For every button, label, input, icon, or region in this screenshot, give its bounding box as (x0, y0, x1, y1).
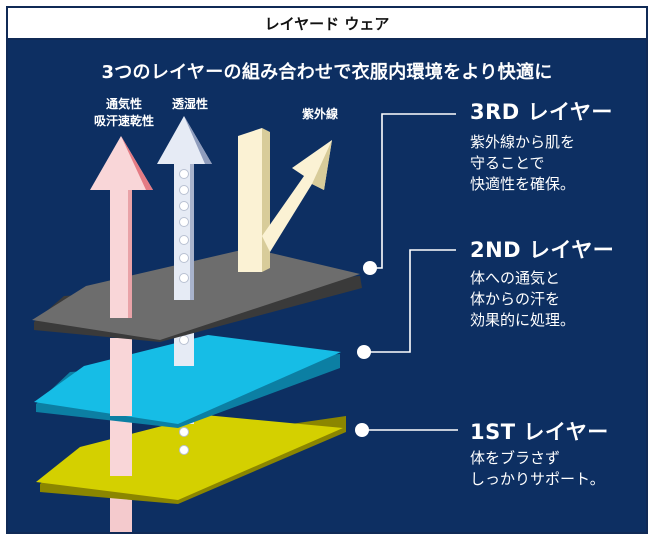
connector-3rd (370, 113, 456, 269)
layer-2nd-title: 2ND レイヤー (470, 238, 615, 262)
uv-label: 紫外線 (301, 107, 338, 121)
moisture-permeability-arrow (157, 116, 212, 300)
layer-2nd-description: 体への通気と 体からの汗を 効果的に処理。 (470, 269, 576, 329)
layer-1st-title: 1ST レイヤー (470, 420, 609, 444)
layer-3rd-plate (32, 248, 362, 342)
moisture-permeability-label: 透湿性 (171, 97, 208, 111)
breathability-arrow-shaft-middle (110, 412, 132, 476)
layer-3rd-title: 3RD レイヤー (470, 100, 613, 124)
breathability-label: 通気性 吸汗速乾性 (93, 97, 154, 128)
breathability-arrow (90, 136, 153, 318)
headline: 3つのレイヤーの組み合わせで衣服内環境をより快適に (101, 62, 553, 83)
connector-2nd (364, 249, 456, 353)
uv-reflect-arrow (238, 128, 332, 272)
layer-1st-plate (36, 415, 346, 504)
diagram-title: レイヤード ウェア (8, 8, 646, 40)
breathability-arrow-shaft-upper (110, 338, 132, 416)
layer-3rd-description: 紫外線から肌を 守ることで 快適性を確保。 (470, 133, 576, 193)
layer-1st-description: 体をブラさず しっかりサポート。 (470, 449, 605, 488)
